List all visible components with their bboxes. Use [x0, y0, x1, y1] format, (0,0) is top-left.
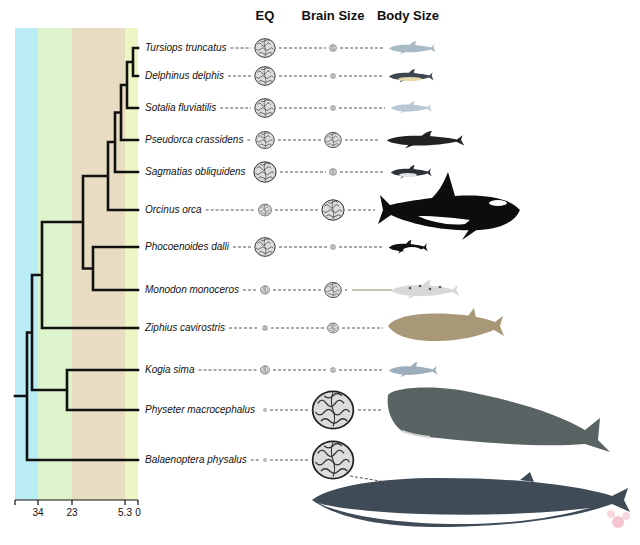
eq-brain	[255, 238, 275, 257]
species-name: Kogia sima	[145, 364, 194, 376]
sperm-whale-body	[388, 387, 610, 452]
leader-line	[243, 290, 257, 291]
leader-line	[279, 48, 326, 49]
porpoise-body	[389, 240, 428, 254]
leader-line	[339, 370, 383, 371]
leader-line	[273, 370, 327, 371]
eq-brain	[256, 132, 275, 149]
narwhal-body	[352, 280, 459, 299]
dolphin-body	[391, 165, 432, 179]
leader-line	[198, 370, 257, 371]
leader-line	[342, 328, 383, 329]
leader-line	[251, 460, 260, 461]
leader-line	[345, 290, 347, 291]
eq-brain	[259, 204, 272, 216]
eq-brain	[260, 366, 269, 375]
brain-size	[330, 367, 336, 372]
leader-line	[279, 108, 327, 109]
leader-line	[279, 247, 327, 248]
time-axis	[15, 500, 138, 505]
fin-whale-body	[312, 472, 630, 527]
eq-brain	[255, 39, 275, 58]
false-killer-whale-body	[387, 131, 465, 148]
leader-line	[350, 476, 398, 484]
brain-size	[330, 73, 336, 78]
leader-line	[270, 460, 308, 461]
species-name: Orcinus orca	[145, 204, 202, 216]
leader-line	[340, 48, 383, 49]
beaked-whale-body	[388, 308, 504, 341]
brain-size	[313, 391, 354, 428]
leader-line	[339, 108, 385, 109]
leader-line	[220, 108, 251, 109]
axis-tick-label: 34	[32, 507, 43, 519]
time-band	[72, 28, 125, 500]
brain-size	[329, 45, 336, 52]
brain-size	[322, 200, 344, 220]
leader-line	[339, 76, 383, 77]
leader-line	[229, 328, 259, 329]
leader-line	[270, 410, 308, 411]
axis-tick-label: 0	[135, 507, 141, 519]
leader-line	[275, 210, 318, 211]
species-name: Sagmatias obliquidens	[145, 166, 246, 178]
brain-size	[330, 105, 336, 110]
dolphin-body	[391, 101, 432, 114]
eq-brain	[255, 99, 275, 118]
leader-line	[345, 140, 380, 141]
species-name: Monodon monoceros	[145, 284, 239, 296]
column-header: EQ	[256, 9, 275, 24]
species-name: Delphinus delphis	[145, 70, 224, 82]
axis-tick-label: 5.3	[118, 507, 132, 519]
leader-line	[228, 76, 251, 77]
leader-line	[273, 290, 321, 291]
brain-size	[325, 282, 342, 297]
species-name: Physeter macrocephalus	[145, 404, 255, 416]
leader-line	[206, 210, 255, 211]
leader-line	[348, 210, 375, 211]
eq-brain	[263, 408, 267, 411]
brain-size	[325, 132, 342, 147]
orca-body	[378, 172, 520, 240]
eq-brain	[263, 458, 267, 461]
species-name: Ziphius cavirostris	[145, 322, 225, 334]
phylogeny-tree	[15, 48, 138, 460]
leader-line	[279, 76, 327, 77]
leader-line	[280, 172, 326, 173]
leader-line	[233, 247, 251, 248]
dolphin-body	[389, 41, 436, 55]
dolphin-body	[389, 69, 434, 83]
eq-brain	[255, 67, 275, 86]
brain-size	[327, 323, 338, 333]
brain-size	[313, 441, 354, 478]
eq-brain	[260, 286, 269, 295]
species-name: Tursiops truncatus	[145, 42, 227, 54]
leader-line	[358, 410, 383, 411]
watermark-logo	[607, 510, 630, 528]
leader-line	[271, 328, 324, 329]
leader-line	[278, 140, 321, 141]
pygmy-sperm-whale-body	[389, 362, 438, 377]
leader-line	[247, 140, 252, 141]
species-name: Pseudorca crassidens	[145, 134, 243, 146]
axis-tick-label: 23	[66, 507, 77, 519]
species-name: Phocoenoides dalli	[145, 241, 229, 253]
eq-brain	[254, 162, 276, 182]
species-name: Sotalia fluviatilis	[145, 102, 216, 114]
leader-line	[231, 48, 251, 49]
brain-size	[329, 169, 336, 176]
leader-line	[340, 172, 385, 173]
species-name: Balaenoptera physalus	[145, 454, 247, 466]
column-header: Body Size	[377, 9, 439, 24]
brain-size	[330, 244, 336, 249]
eq-brain	[262, 325, 268, 330]
leader-line	[339, 247, 383, 248]
column-header: Brain Size	[302, 9, 365, 24]
